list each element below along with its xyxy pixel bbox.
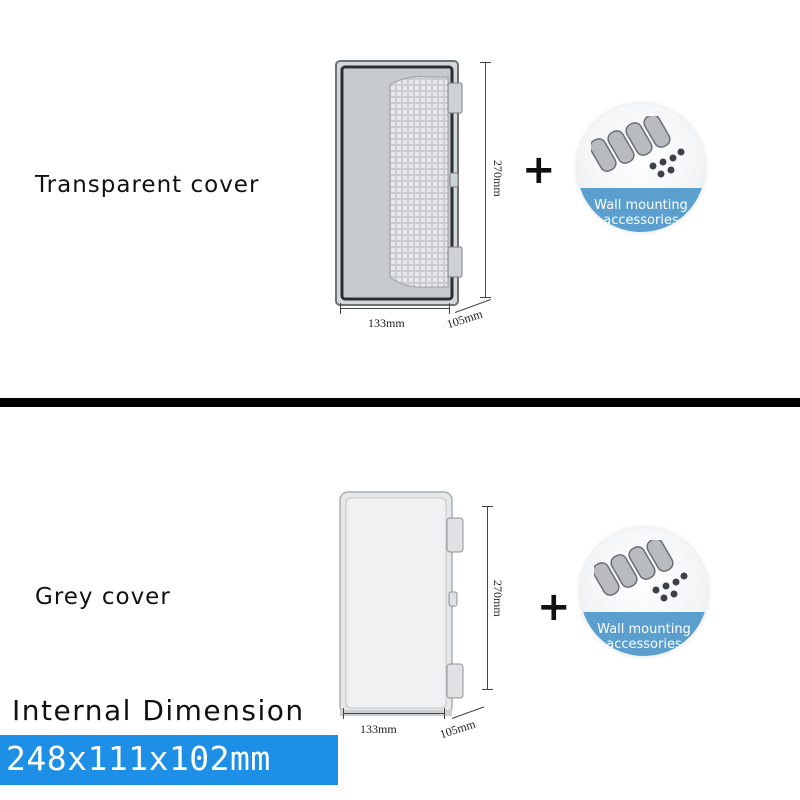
top-wall-mounting-text: Wall mounting: [594, 198, 688, 213]
top-plus-sign: +: [522, 147, 556, 193]
bottom-wall-mounting-badge: Wall mounting accessories: [580, 528, 708, 656]
bottom-depth-dimension: 105mm: [438, 716, 478, 742]
top-depth-dimension: 105mm: [445, 306, 485, 332]
mounting-brackets-icon: [594, 540, 688, 602]
bottom-wall-mounting-text: Wall mounting: [597, 622, 691, 637]
internal-dimension-value: 248x111x102mm: [6, 739, 271, 778]
top-height-dimension: 270mm: [491, 160, 505, 197]
bottom-height-dimension: 270mm: [491, 580, 505, 617]
grey-cover-label: Grey cover: [35, 584, 171, 610]
grey-enclosure-image: [339, 491, 464, 716]
top-width-dimension: 133mm: [368, 316, 405, 330]
bottom-width-dimension: 133mm: [360, 722, 397, 736]
internal-dimension-title: Internal Dimension: [12, 694, 305, 727]
internal-dimension-highlight: 248x111x102mm: [0, 735, 338, 785]
bottom-accessories-text: accessories: [606, 637, 682, 652]
section-divider: [0, 398, 800, 407]
top-wall-mounting-badge: Wall mounting accessories: [577, 104, 705, 232]
top-accessories-text: accessories: [603, 213, 679, 228]
mounting-brackets-icon: [591, 116, 685, 178]
transparent-enclosure-image: [335, 60, 463, 306]
transparent-cover-label: Transparent cover: [35, 172, 260, 198]
bottom-plus-sign: +: [537, 584, 571, 630]
